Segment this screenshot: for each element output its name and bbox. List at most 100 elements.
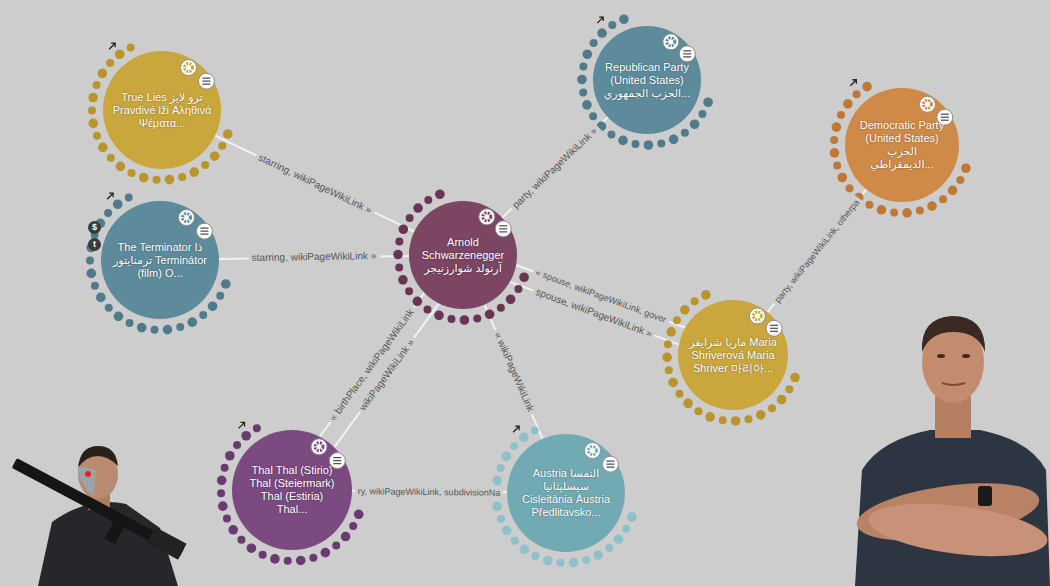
terminator-figure bbox=[3, 446, 187, 586]
link-label: starring, wikiPageWikiLink » bbox=[253, 150, 376, 217]
ring-dot bbox=[694, 407, 702, 415]
ring-dot bbox=[916, 207, 924, 215]
ring-dot bbox=[221, 279, 231, 289]
ring-dot bbox=[435, 189, 445, 199]
ring-dot bbox=[701, 290, 711, 300]
ring-dot bbox=[189, 167, 199, 177]
link-label: « birthPlace, wikiPageWikiLink bbox=[325, 304, 418, 426]
ring-dot bbox=[492, 502, 502, 512]
link-line bbox=[352, 491, 507, 493]
ring-dot bbox=[86, 256, 94, 264]
ring-dot bbox=[691, 297, 699, 305]
icon-disc bbox=[311, 439, 327, 455]
link-line bbox=[502, 117, 608, 218]
ring-dot bbox=[664, 340, 672, 348]
ring-dot bbox=[93, 132, 101, 140]
ring-dot bbox=[502, 526, 512, 536]
ring-dot bbox=[259, 551, 267, 559]
ring-dot bbox=[165, 175, 175, 185]
ring-dot bbox=[96, 219, 106, 229]
link-line bbox=[334, 303, 439, 447]
gear-teeth bbox=[667, 38, 675, 46]
circle-fill bbox=[232, 430, 352, 550]
ring-dot bbox=[447, 315, 455, 323]
icon-disc bbox=[495, 221, 511, 237]
gun-stock bbox=[147, 527, 186, 559]
ring-dot bbox=[127, 43, 135, 51]
open-link-icon bbox=[513, 426, 519, 432]
ring-dot bbox=[579, 88, 587, 96]
ring-dot bbox=[511, 537, 519, 545]
ring-dot bbox=[210, 151, 220, 161]
ring-dot bbox=[843, 99, 853, 109]
ring-dot bbox=[531, 426, 539, 434]
ring-dot bbox=[590, 39, 598, 47]
gear-icon bbox=[180, 60, 196, 76]
entity-circle: True Lies ترو لايز Pravdivé lži Αληθινά … bbox=[103, 51, 221, 169]
ring-dot bbox=[956, 176, 964, 184]
ring-dot bbox=[744, 415, 752, 423]
ring-dot bbox=[107, 154, 115, 162]
ring-dot bbox=[91, 231, 99, 239]
open-link-icon bbox=[597, 17, 603, 23]
ring-dot bbox=[98, 69, 108, 79]
ring-dot bbox=[354, 509, 364, 519]
menu-bar bbox=[333, 463, 341, 464]
entity-label: Austria النمسا سيسليثانيا Cisleitània Àu… bbox=[519, 467, 613, 519]
icon-disc bbox=[178, 210, 194, 226]
ring-dot bbox=[398, 275, 408, 285]
ring-dot bbox=[128, 169, 136, 177]
circle-fill bbox=[593, 26, 701, 134]
ring-dot bbox=[719, 416, 727, 424]
ring-dot bbox=[216, 292, 224, 300]
menu-icon bbox=[766, 320, 782, 336]
icon-disc bbox=[919, 96, 935, 112]
ring-dot bbox=[948, 186, 958, 196]
icon-disc bbox=[663, 34, 679, 50]
menu-bar bbox=[200, 230, 208, 231]
ring-dot bbox=[854, 193, 864, 203]
circle-fill bbox=[409, 201, 517, 309]
ring-dot bbox=[208, 301, 218, 311]
circle-fill bbox=[678, 300, 788, 410]
ring-dot bbox=[890, 209, 898, 217]
entity-label: True Lies ترو لايز Pravdivé lži Αληθινά … bbox=[113, 91, 212, 130]
ring-dot bbox=[88, 119, 98, 129]
menu-bar bbox=[200, 233, 208, 234]
ring-dot bbox=[830, 136, 838, 144]
eye bbox=[962, 354, 970, 358]
menu-icon bbox=[495, 221, 511, 237]
ring-dot bbox=[579, 63, 587, 71]
link-line bbox=[516, 265, 685, 328]
ring-dot bbox=[115, 49, 125, 59]
menu-icon bbox=[679, 46, 695, 62]
open-link-icon bbox=[239, 422, 245, 428]
ring-dot bbox=[332, 542, 340, 550]
menu-bar bbox=[770, 331, 778, 332]
circle-fill bbox=[845, 88, 959, 202]
ring-dot bbox=[91, 282, 99, 290]
ring-dot bbox=[756, 410, 766, 420]
ring-dot bbox=[618, 136, 628, 146]
ring-dot bbox=[406, 214, 414, 222]
menu-icon bbox=[602, 456, 618, 472]
ring-dot bbox=[176, 323, 184, 331]
icon-disc bbox=[766, 320, 782, 336]
link-label: party, wikiPageWikiLink, otherpa bbox=[770, 194, 864, 307]
menu-bar bbox=[499, 228, 507, 229]
ring-dot bbox=[583, 49, 593, 59]
link-line bbox=[767, 189, 866, 312]
ring-dot bbox=[543, 556, 553, 566]
ring-dot bbox=[731, 416, 741, 426]
ring-dot bbox=[93, 81, 101, 89]
ring-dot bbox=[939, 195, 947, 203]
ring-dot bbox=[582, 100, 592, 110]
ring-dot bbox=[497, 464, 505, 472]
gear-hole bbox=[669, 40, 672, 43]
ring-dot bbox=[96, 293, 106, 303]
ring-dot bbox=[519, 272, 529, 282]
link-line bbox=[510, 282, 679, 345]
ring-dot bbox=[557, 559, 565, 567]
ring-dot bbox=[284, 557, 292, 565]
ring-dot bbox=[589, 112, 597, 120]
